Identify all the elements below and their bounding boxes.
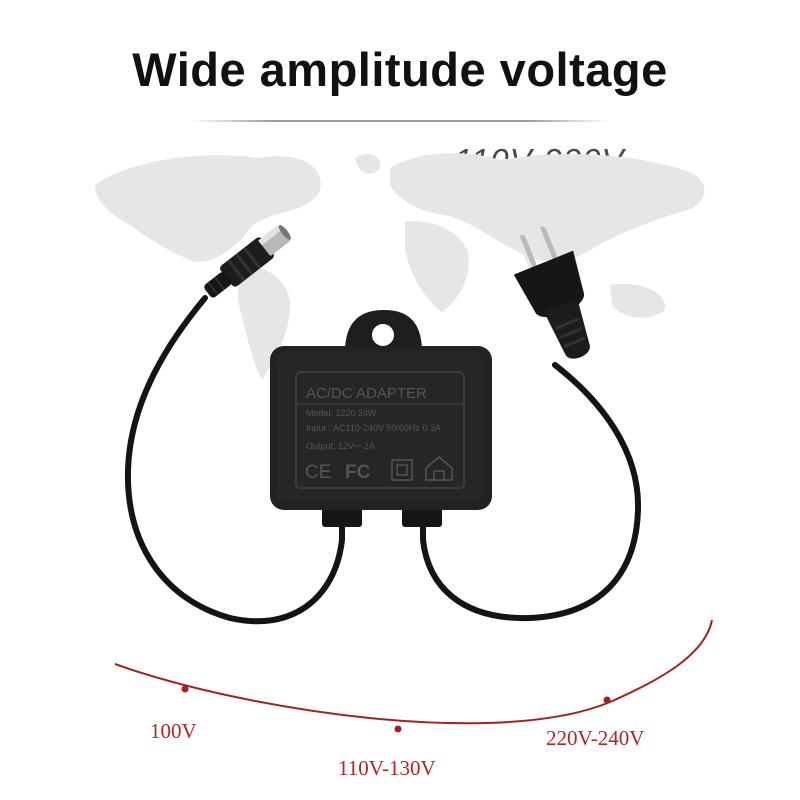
eu-plug <box>513 226 590 359</box>
adapter-output: Output: 12V⎓ 2A <box>306 441 375 451</box>
fc-mark: FC <box>345 462 371 483</box>
indoor-use-icon <box>425 456 453 481</box>
ac-cable <box>420 362 642 622</box>
divider-line <box>190 120 610 122</box>
voltage-label-100v: 100V <box>150 719 197 743</box>
cables <box>124 295 642 625</box>
headline: Wide amplitude voltage <box>132 43 668 96</box>
adapter-model: Model: 1220 24W <box>306 408 377 418</box>
adapter-body <box>270 310 492 527</box>
dc-barrel-connector <box>204 224 291 298</box>
adapter-markings: AC/DC ADAPTER Model: 1220 24W Input : AC… <box>305 385 453 483</box>
scale-marker-high <box>603 696 611 704</box>
mounting-hole <box>372 324 394 346</box>
voltage-label-110-130v: 110V-130V <box>338 756 436 780</box>
dc-cable <box>124 295 345 625</box>
double-insulation-icon <box>391 459 413 481</box>
adapter-title: AC/DC ADAPTER <box>306 385 427 402</box>
scale-marker-low <box>181 685 189 693</box>
scale-marker-mid <box>394 725 402 733</box>
adapter-input: Input : AC110-240V 50/60Hz 0.3A <box>306 423 441 433</box>
world-map <box>95 153 705 380</box>
voltage-label-220-240v: 220V-240V <box>546 726 645 750</box>
ce-mark: CE <box>305 462 331 483</box>
voltage-scale <box>114 619 713 733</box>
